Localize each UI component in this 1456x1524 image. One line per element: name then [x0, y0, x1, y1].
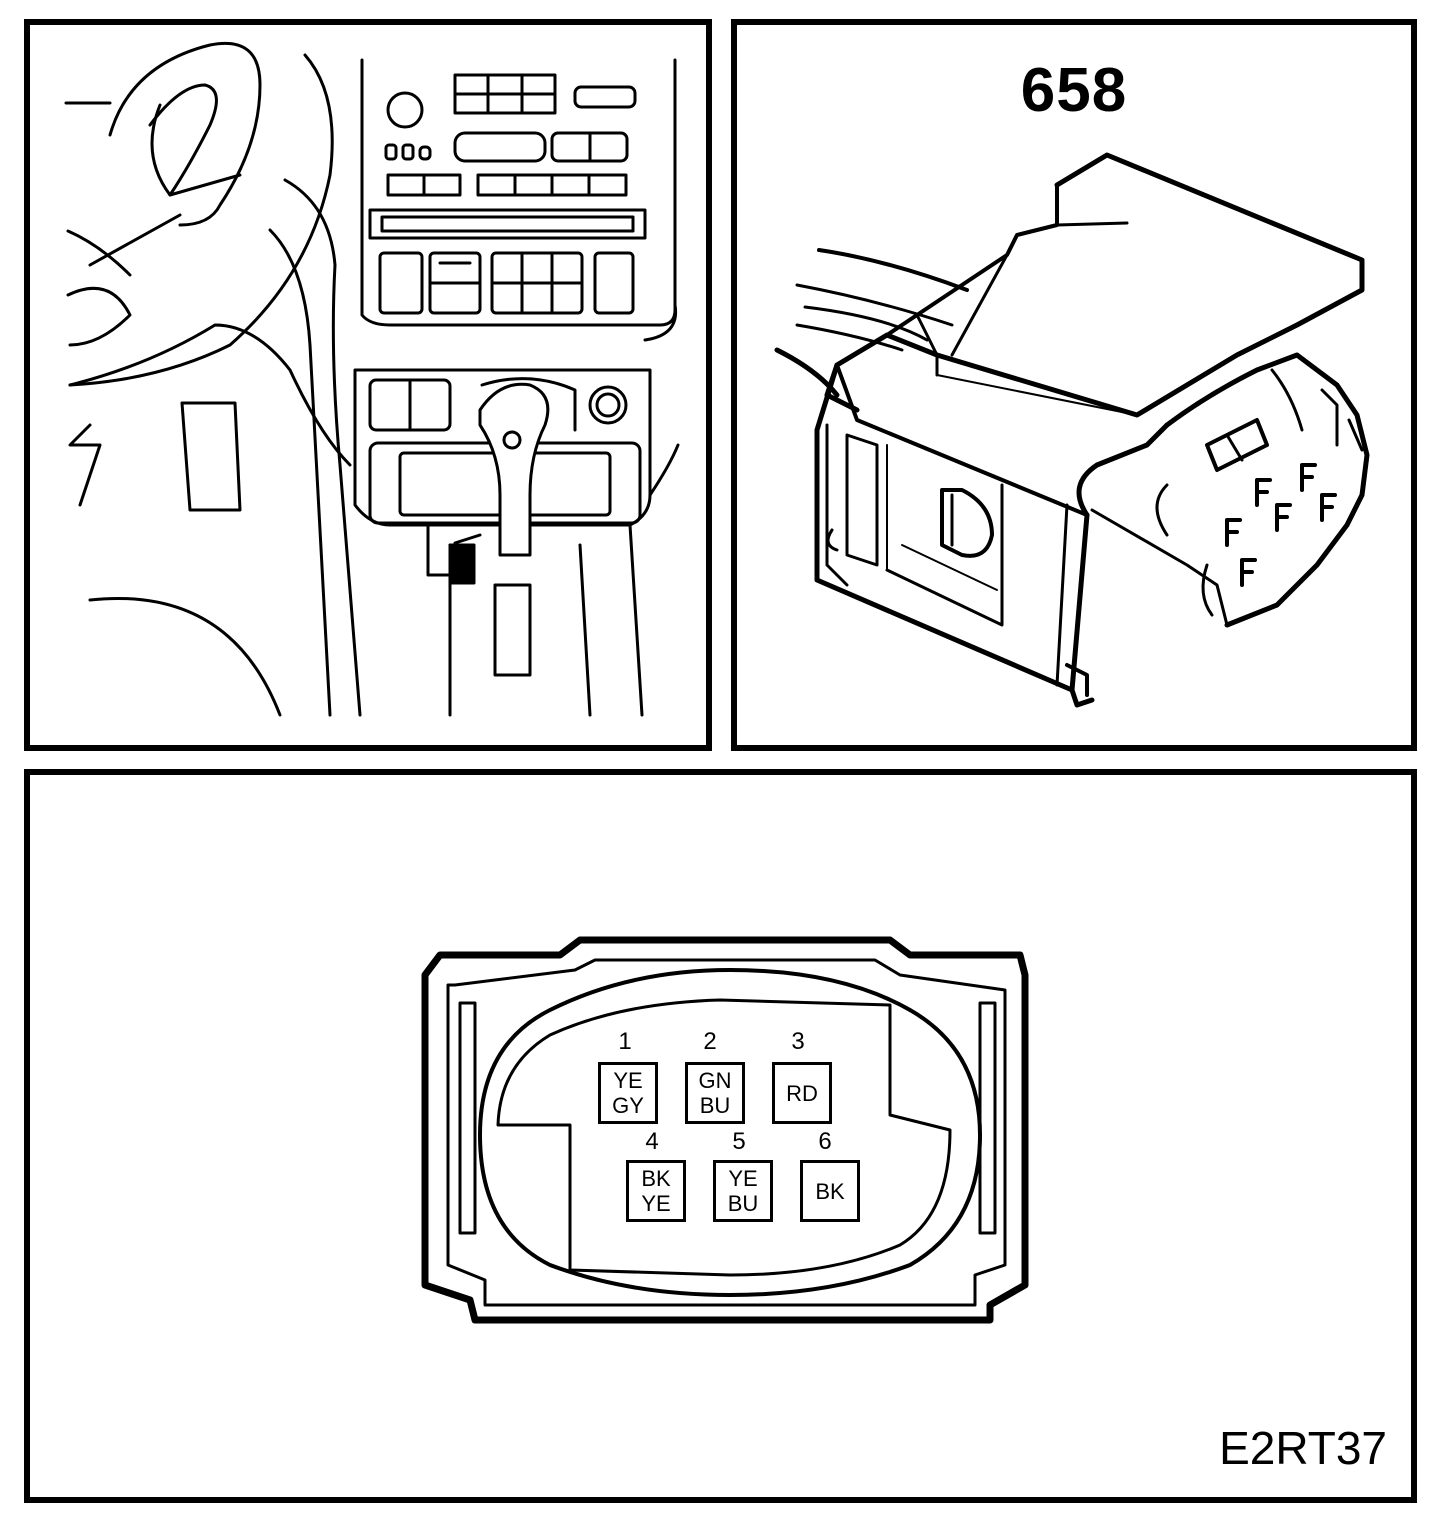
- console-location-drawing: [64, 41, 680, 717]
- connector-perspective-drawing: [774, 152, 1370, 708]
- location-illustration-panel: [24, 19, 712, 751]
- wire-color: RD: [786, 1080, 818, 1106]
- pin-number: 1: [618, 1028, 632, 1055]
- pin-number: 4: [645, 1128, 659, 1155]
- pin-1-cavity: YE GY: [598, 1062, 658, 1124]
- pin-3-cavity: RD: [772, 1062, 832, 1124]
- pin-4-cavity: BK YE: [626, 1160, 686, 1222]
- connector-number: 658: [1020, 56, 1128, 125]
- pin-number: 3: [791, 1028, 805, 1055]
- connector-view-panel: 658: [731, 19, 1417, 751]
- pin-5-cavity: YE BU: [713, 1160, 773, 1222]
- wire-color: YE: [613, 1068, 643, 1093]
- pin-number: 6: [818, 1128, 832, 1155]
- pinout-panel: 1 2 3 4 5 6 YE GY GN BU RD BK YE YE BU B…: [24, 769, 1417, 1503]
- wire-color: YE: [641, 1191, 671, 1216]
- pin-6-cavity: BK: [800, 1160, 860, 1222]
- wire-color: GY: [612, 1093, 644, 1118]
- wire-color: YE: [728, 1166, 758, 1191]
- wire-color: BK: [815, 1178, 845, 1204]
- reference-code: E2RT37: [1219, 1422, 1387, 1474]
- pin-number: 5: [732, 1128, 746, 1155]
- wire-color: GN: [698, 1068, 732, 1093]
- wire-color: BU: [727, 1191, 759, 1216]
- connector-face-outline: [421, 936, 1029, 1324]
- pin-number: 2: [703, 1028, 717, 1055]
- wire-color: BK: [641, 1166, 671, 1191]
- pin-2-cavity: GN BU: [685, 1062, 745, 1124]
- wire-color: BU: [699, 1093, 731, 1118]
